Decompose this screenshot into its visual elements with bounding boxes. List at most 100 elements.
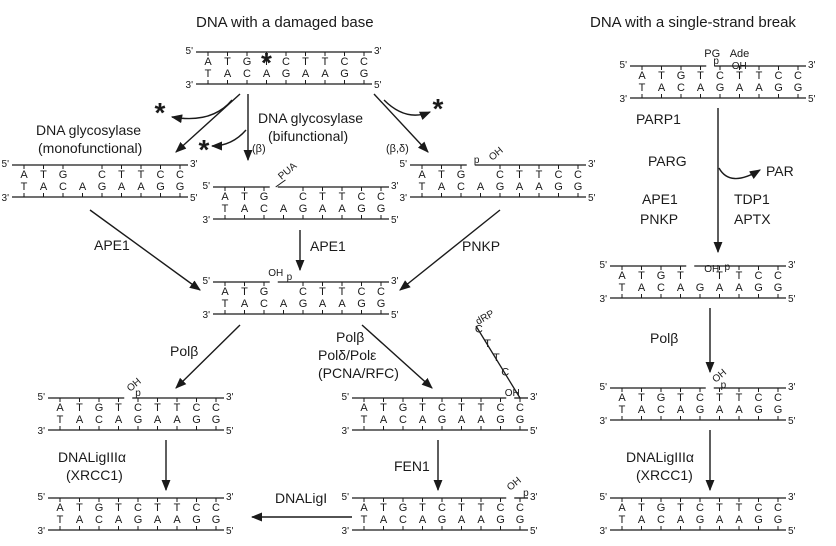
bottom-base: T bbox=[57, 514, 64, 526]
bottom-base: T bbox=[419, 181, 426, 193]
top-base: T bbox=[76, 402, 83, 414]
label-ape1-left: APE1 bbox=[94, 237, 130, 253]
top-base: T bbox=[263, 56, 270, 68]
strand-3prime: 3' bbox=[788, 492, 796, 503]
bottom-base: A bbox=[76, 514, 84, 526]
top-base: C bbox=[299, 191, 307, 203]
mod-phosphate: p bbox=[474, 155, 480, 166]
top-base: C bbox=[341, 56, 349, 68]
top-base: T bbox=[478, 502, 485, 514]
bottom-base: A bbox=[755, 82, 763, 94]
bottom-base: A bbox=[736, 82, 744, 94]
strand-5prime: 5' bbox=[620, 60, 628, 71]
label-beta-delta: (β,δ) bbox=[386, 143, 409, 155]
bottom-base: A bbox=[658, 82, 666, 94]
mod-pua: PUA bbox=[276, 160, 299, 182]
bottom-base: C bbox=[260, 203, 268, 215]
label-pnkp: PNKP bbox=[462, 238, 500, 254]
top-base: T bbox=[736, 70, 743, 82]
top-base: C bbox=[574, 169, 582, 181]
strand-5prime: 5' bbox=[588, 193, 596, 204]
strand-5prime: 5' bbox=[808, 94, 816, 105]
strand-5prime: 5' bbox=[226, 526, 234, 537]
label-xrcc1: (XRCC1) bbox=[66, 467, 123, 483]
top-base: C bbox=[360, 56, 368, 68]
bottom-base: G bbox=[357, 203, 366, 215]
strand-3prime: 3' bbox=[186, 80, 194, 91]
top-base: T bbox=[638, 270, 645, 282]
bottom-base: C bbox=[399, 414, 407, 426]
strand-3prime: 3' bbox=[38, 526, 46, 537]
top-base: A bbox=[360, 402, 368, 414]
released-base-star: * bbox=[199, 134, 210, 165]
bottom-base: A bbox=[638, 282, 646, 294]
arrow-ape1-left bbox=[89, 209, 201, 291]
top-base: T bbox=[478, 402, 485, 414]
top-base: C bbox=[134, 402, 142, 414]
strand-5prime: 5' bbox=[374, 80, 382, 91]
bottom-base: A bbox=[319, 203, 327, 215]
bottom-base: A bbox=[173, 414, 181, 426]
bottom-base: A bbox=[438, 181, 446, 193]
label-glycosylase-bi: DNA glycosylase bbox=[258, 110, 363, 126]
top-base: C bbox=[377, 286, 385, 298]
top-base: T bbox=[138, 169, 145, 181]
bottom-base: C bbox=[677, 82, 685, 94]
title-single-strand-break: DNA with a single-strand break bbox=[590, 14, 796, 31]
bottom-base: A bbox=[154, 514, 162, 526]
bottom-base: A bbox=[697, 82, 705, 94]
top-base: T bbox=[658, 70, 665, 82]
top-base: T bbox=[716, 502, 723, 514]
bottom-base: A bbox=[677, 282, 685, 294]
strand-3prime: 3' bbox=[400, 193, 408, 204]
bottom-base: T bbox=[619, 404, 626, 416]
bottom-base: G bbox=[299, 203, 308, 215]
strand-5prime: 5' bbox=[190, 193, 198, 204]
top-base: A bbox=[360, 502, 368, 514]
top-base: T bbox=[736, 502, 743, 514]
title-damaged-base: DNA with a damaged base bbox=[196, 14, 374, 31]
top-base: T bbox=[339, 191, 346, 203]
bottom-base: G bbox=[774, 82, 783, 94]
top-base: T bbox=[76, 502, 83, 514]
mod-phosphate: p bbox=[725, 262, 731, 273]
strand-3prime: 3' bbox=[600, 416, 608, 427]
bottom-base: A bbox=[716, 514, 724, 526]
label-par: PAR bbox=[766, 163, 794, 179]
top-base: C bbox=[696, 502, 704, 514]
bottom-base: A bbox=[40, 181, 48, 193]
top-base: T bbox=[224, 56, 231, 68]
bottom-base: T bbox=[361, 514, 368, 526]
mod-phosphate: p bbox=[135, 388, 141, 399]
strand-5prime: 5' bbox=[186, 46, 194, 57]
bottom-base: A bbox=[716, 404, 724, 416]
top-base: T bbox=[716, 392, 723, 404]
release-arrow-mid bbox=[210, 129, 247, 151]
bottom-base: T bbox=[639, 82, 646, 94]
bottom-base: G bbox=[696, 514, 705, 526]
top-base: G bbox=[399, 402, 408, 414]
bottom-base: G bbox=[377, 298, 386, 310]
bottom-base: C bbox=[657, 514, 665, 526]
top-base: T bbox=[319, 286, 326, 298]
strand-3prime: 3' bbox=[530, 492, 538, 503]
bottom-base: A bbox=[638, 404, 646, 416]
strand-3prime: 3' bbox=[2, 193, 10, 204]
bottom-base: A bbox=[137, 181, 145, 193]
strand-5prime: 5' bbox=[226, 426, 234, 437]
bottom-base: G bbox=[754, 404, 763, 416]
bottom-base: G bbox=[192, 514, 201, 526]
top-base: G bbox=[657, 502, 666, 514]
top-base: T bbox=[677, 270, 684, 282]
top-base: C bbox=[755, 392, 763, 404]
bottom-base: G bbox=[774, 404, 783, 416]
top-base: C bbox=[555, 169, 563, 181]
bottom-base: A bbox=[115, 414, 123, 426]
strand-3prime: 3' bbox=[203, 215, 211, 226]
top-base: C bbox=[794, 70, 802, 82]
